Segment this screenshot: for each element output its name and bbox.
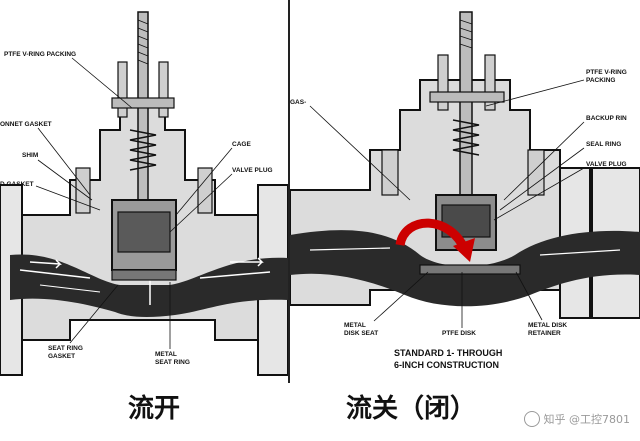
label-ptfe-v-ring: PTFE V-RING [586, 69, 627, 76]
label-metal-disk-retainer: RETAINER [528, 330, 561, 337]
label-valve-plug-right: VALVE PLUG [586, 161, 627, 168]
watermark-text: 知乎 @工控7801 [543, 413, 631, 426]
label-seat-ring-gasket: GASKET [48, 353, 75, 360]
label-metal: METAL [155, 351, 177, 358]
label-valve-plug: VALVE PLUG [232, 167, 273, 174]
label-d-gasket: D GASKET [0, 181, 34, 188]
watermark: 知乎 @工控7801 [523, 411, 631, 427]
label-metal-right: METAL [344, 322, 366, 329]
label-ptfe-v-ring-packing-right: PACKING [586, 77, 616, 84]
label-bonnet-gasket: ONNET GASKET [0, 121, 52, 128]
label-ptfe-disk: PTFE DISK [442, 330, 476, 337]
flow-close-valve-diagram: GAS- PTFE V-RING PACKING BACKUP RIN SEAL… [290, 11, 640, 370]
label-seat-ring: SEAT RING [48, 345, 83, 352]
caption-flow-open: 流开 [128, 394, 181, 424]
label-metal-disk: METAL DISK [528, 322, 567, 329]
label-cage: CAGE [232, 141, 251, 148]
label-gas: GAS- [290, 99, 306, 106]
label-ptfe-v-ring-packing: PTFE V-RING PACKING [4, 51, 76, 58]
label-shim: SHIM [22, 152, 38, 159]
watermark-icon [523, 411, 540, 427]
label-seal-ring: SEAL RING [586, 141, 621, 148]
label-backup-ring: BACKUP RIN [586, 115, 627, 122]
construction-title-line1: STANDARD 1- THROUGH [394, 348, 502, 358]
construction-title-line2: 6-INCH CONSTRUCTION [394, 360, 499, 370]
flow-open-valve-diagram: PTFE V-RING PACKING ONNET GASKET SHIM D … [0, 11, 288, 376]
caption-flow-close: 流关（闭） [346, 394, 477, 424]
flow-open-panel: PTFE V-RING PACKING ONNET GASKET SHIM D … [0, 0, 290, 383]
label-metal-seat-ring: SEAT RING [155, 359, 190, 366]
flow-close-panel: GAS- PTFE V-RING PACKING BACKUP RIN SEAL… [290, 0, 640, 383]
label-metal-disk-seat: DISK SEAT [344, 330, 378, 337]
